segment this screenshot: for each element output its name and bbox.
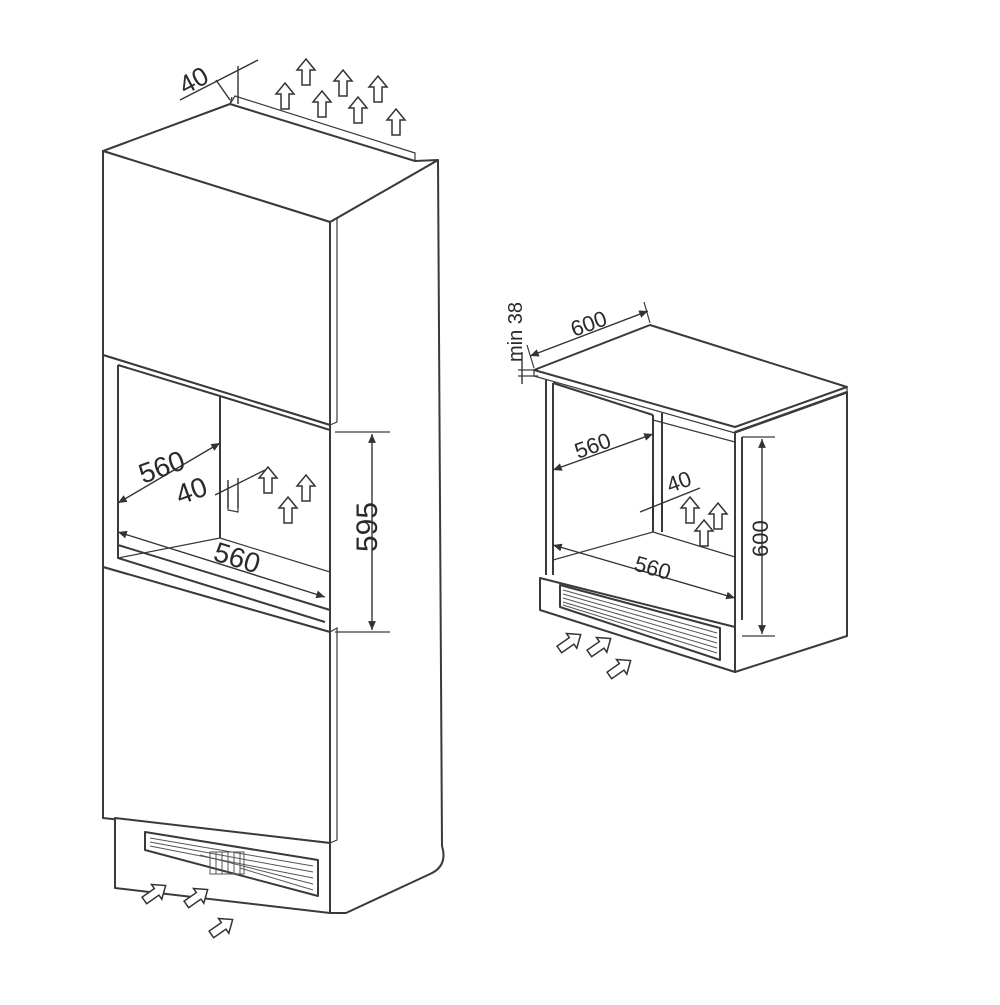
base-niche-back-width-dimension: 560: [552, 428, 654, 471]
airflow-up-arrow-icon: [275, 82, 295, 110]
airflow-in-arrow-icon: [553, 626, 587, 658]
base-niche-front-width-label: 560: [632, 551, 674, 585]
base-height-dimension: 600: [742, 436, 775, 637]
airflow-up-arrow-icon: [680, 496, 700, 524]
airflow-in-arrow-icon: [603, 652, 637, 684]
tall-cabinet: 40 560 40: [102, 58, 445, 943]
airflow-up-arrow-icon: [312, 90, 332, 118]
base-min-gap-label: min 38: [505, 302, 527, 362]
airflow-up-arrow-icon: [348, 96, 368, 124]
base-niche-airflow-arrows: [680, 496, 728, 547]
base-height-label: 600: [748, 520, 773, 557]
base-niche-gap-label: 40: [663, 466, 695, 498]
tall-niche-height-label: 595: [351, 502, 384, 552]
base-depth-label: 600: [567, 306, 610, 342]
tall-cabinet-side-panel: [329, 159, 445, 914]
base-niche-back-width-label: 560: [571, 428, 614, 464]
base-cabinet: min 38 600 560 40 5: [505, 301, 848, 684]
base-cabinet-plinth-vent-icon: [559, 584, 721, 661]
airflow-up-arrow-icon: [386, 108, 406, 136]
airflow-up-arrow-icon: [296, 58, 316, 86]
base-min-gap-dimension: min 38: [505, 302, 538, 384]
airflow-up-arrow-icon: [694, 519, 714, 547]
tall-niche-height-dimension: 595: [335, 431, 390, 633]
airflow-in-arrow-icon: [205, 911, 239, 943]
airflow-up-arrow-icon: [333, 69, 353, 97]
airflow-up-arrow-icon: [708, 502, 728, 530]
tall-cabinet-plinth-vent-icon: [144, 831, 319, 897]
airflow-in-arrow-icon: [583, 630, 617, 662]
tall-top-gap-dimension: 40: [174, 59, 259, 104]
tall-top-gap-label: 40: [174, 60, 214, 100]
airflow-up-arrow-icon: [368, 75, 388, 103]
